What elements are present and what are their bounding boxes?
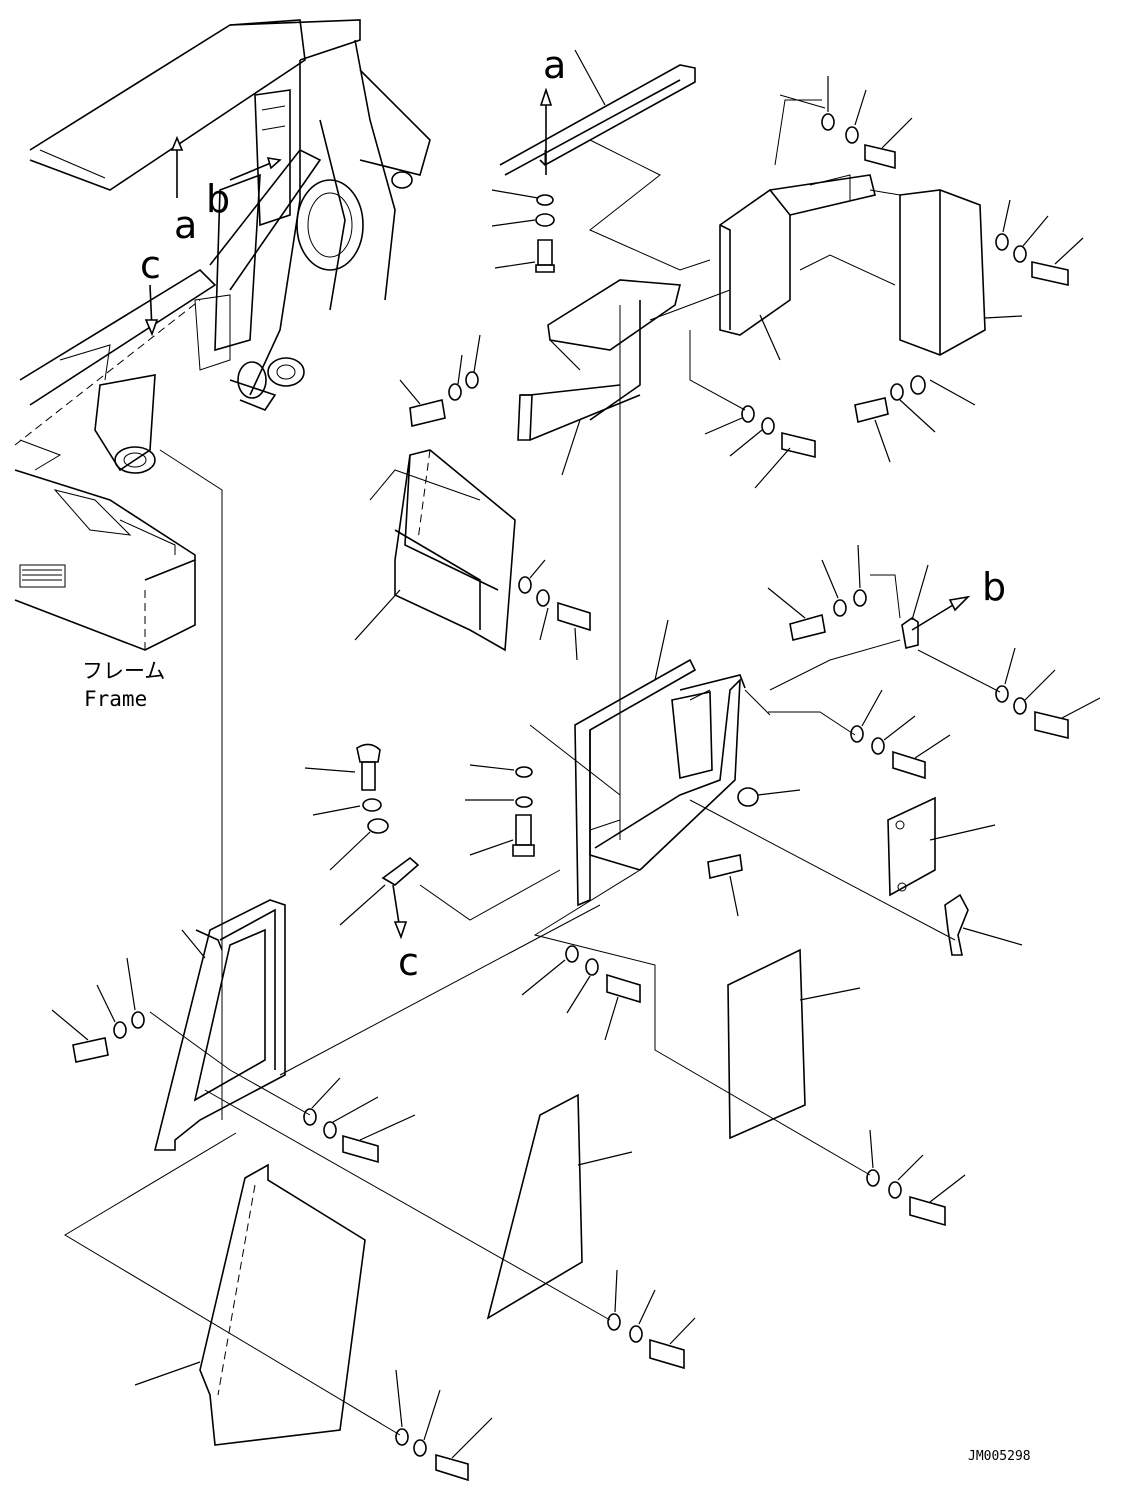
small-cover-plate xyxy=(887,796,996,897)
triangular-cover xyxy=(486,1093,633,1320)
rail-hardware xyxy=(491,189,555,273)
view-label-a-rail: a xyxy=(543,43,566,87)
mid-right-hardware xyxy=(704,375,976,489)
diagonal-panel-hardware xyxy=(518,559,591,661)
lower-left-hardware xyxy=(51,957,416,1164)
clamp-latch xyxy=(944,893,1023,956)
inner-l-bracket xyxy=(517,279,682,476)
assembly-guide-lines xyxy=(64,94,1001,1436)
upper-box-bracket xyxy=(719,174,876,361)
lower-left-frame xyxy=(153,899,286,1151)
center-frame-hardware xyxy=(465,764,801,917)
l-bracket-hardware xyxy=(399,334,481,427)
machine-frame xyxy=(14,19,431,651)
top-rail-bracket xyxy=(499,49,696,176)
box-hardware-top xyxy=(821,76,913,170)
bracket-b-hardware xyxy=(767,544,1101,780)
triangular-cover-hardware xyxy=(607,1269,696,1370)
bracket-c-hardware xyxy=(304,743,420,940)
side-cover-upper xyxy=(899,189,1084,356)
center-frame xyxy=(574,619,746,907)
view-label-b-frame: b xyxy=(206,177,230,221)
view-label-c-frame: c xyxy=(140,243,161,287)
diagonal-panel xyxy=(354,449,516,652)
drawing-code: JM005298 xyxy=(968,1449,1031,1464)
large-cover-hardware xyxy=(395,1369,493,1482)
large-lower-cover xyxy=(134,1163,366,1446)
frame-label-english: Frame xyxy=(84,687,147,711)
view-label-b-bracket: b xyxy=(982,565,1006,609)
rect-cover-plate xyxy=(727,948,861,1140)
center-bottom-hardware xyxy=(521,945,641,1041)
view-label-c-bracket: c xyxy=(398,940,419,984)
frame-label-japanese: フレーム xyxy=(82,659,165,683)
rect-plate-hardware xyxy=(866,1129,966,1227)
view-label-a-frame: a xyxy=(174,203,197,247)
small-bracket-b xyxy=(901,564,971,649)
